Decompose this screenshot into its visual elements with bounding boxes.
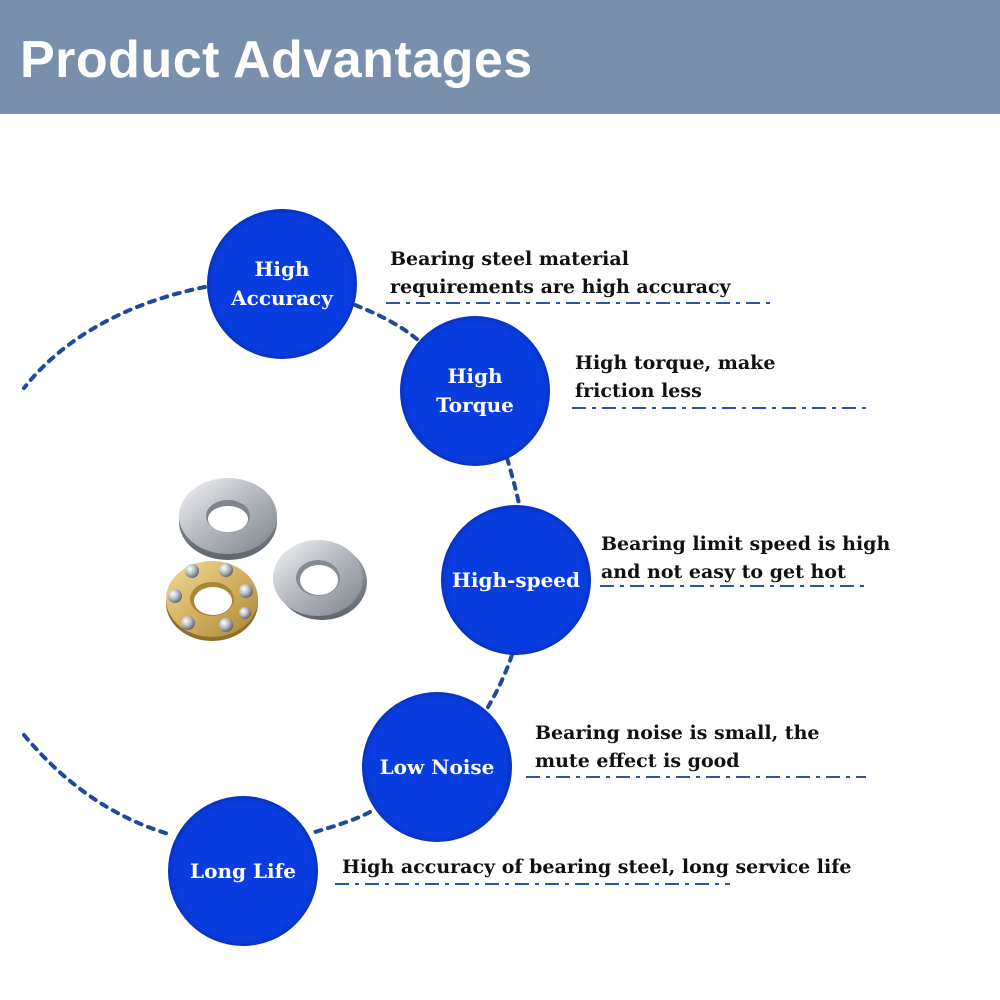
advantage-label: High Accuracy: [231, 257, 333, 310]
advantage-circle-noise: Low Noise: [362, 692, 512, 842]
outer-arc-top: [22, 285, 207, 390]
advantage-label: High-speed: [452, 567, 580, 592]
advantage-circle-torque: High Torque: [400, 316, 550, 466]
ball-cage: [166, 561, 258, 641]
link-torque-speed: [505, 456, 522, 510]
link-accuracy-torque: [353, 303, 420, 342]
link-speed-noise: [486, 653, 514, 709]
advantage-label: High Torque: [436, 364, 514, 417]
advantage-label: Low Noise: [379, 754, 495, 779]
advantage-description-torque: High torque, make friction less: [575, 352, 776, 402]
outer-arc-bottom: [22, 733, 174, 837]
side-washer: [273, 540, 367, 620]
advantage-circle-accuracy: High Accuracy: [207, 209, 357, 359]
advantage-description-noise: Bearing noise is small, the mute effect …: [535, 722, 820, 772]
upper-washer: [179, 478, 277, 560]
thrust-ball-bearing-icon: [166, 478, 367, 641]
advantage-circle-life: Long Life: [168, 796, 318, 946]
advantage-description-life: High accuracy of bearing steel, long ser…: [342, 856, 852, 878]
advantage-circle-speed: High-speed: [441, 505, 591, 655]
advantage-label: Long Life: [190, 858, 296, 883]
advantage-description-speed: Bearing limit speed is high and not easy…: [601, 533, 891, 583]
link-noise-life: [313, 810, 372, 834]
header-bar: Product Advantages: [0, 0, 1000, 114]
advantage-description-accuracy: Bearing steel material requirements are …: [390, 248, 731, 298]
page-title: Product Advantages: [20, 31, 533, 89]
